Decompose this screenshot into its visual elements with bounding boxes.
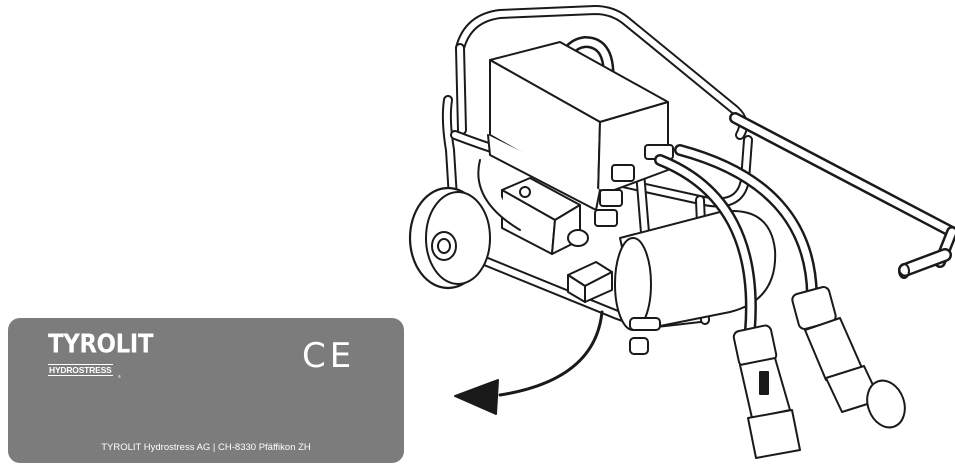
power-plug-left: [732, 324, 801, 459]
power-cables: [654, 144, 818, 336]
manufacturer-address: TYROLIT Hydrostress AG | CH-8330 Pfäffik…: [101, 442, 311, 453]
foot: [629, 317, 661, 331]
power-plug-right: [791, 286, 906, 429]
selector-box: [567, 261, 613, 303]
wheel: [408, 186, 491, 290]
hose-couplings: [594, 144, 674, 227]
tyrolit-logo: TYROLIT: [48, 330, 154, 360]
hydrostress-logo: HYDROSTRESS: [48, 364, 113, 376]
foot: [629, 337, 649, 355]
motor-housing: [487, 41, 669, 211]
product-nameplate: TYROLIT HYDROSTRESS ® CE TYROLIT Hydrost…: [8, 318, 404, 463]
direction-arrow-icon: [454, 310, 604, 415]
registered-mark: ®: [118, 374, 121, 379]
ce-mark-icon: CE: [302, 336, 356, 376]
